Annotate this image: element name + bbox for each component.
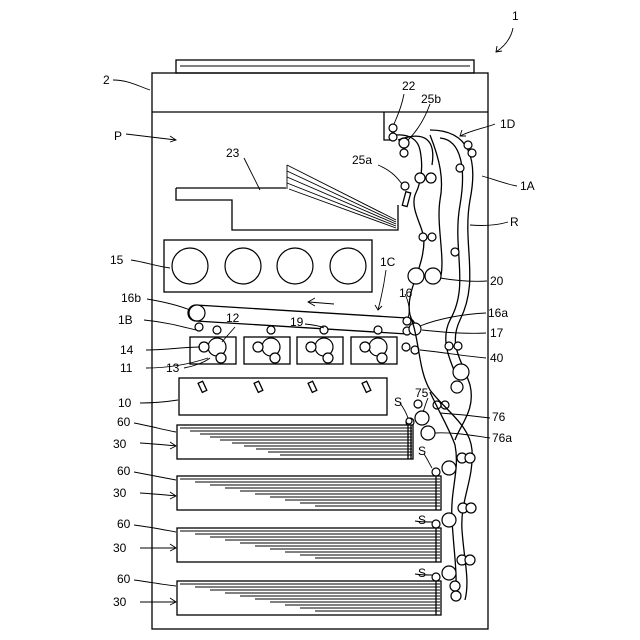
label-30b: 30 [113,486,127,500]
label-1D: 1D [500,117,516,131]
label-76: 76 [492,410,506,424]
label-75: 75 [415,386,429,400]
label-S4: S [418,566,426,580]
label-25b: 25b [421,92,441,106]
label-17: 17 [490,326,504,340]
label-16: 16 [399,286,413,300]
label-19: 19 [290,315,304,329]
label-23: 23 [226,146,240,160]
label-1B: 1B [118,313,133,327]
label-40: 40 [490,351,504,365]
label-13: 13 [166,361,180,375]
paper-cassettes [177,418,476,615]
label-P: P [114,129,122,143]
label-14: 14 [120,343,134,357]
output-tray [176,165,398,230]
label-60c: 60 [117,517,131,531]
duplex-path [430,130,476,440]
label-25a: 25a [352,153,372,167]
label-16a: 16a [488,306,508,320]
label-22: 22 [402,79,416,93]
label-12: 12 [226,311,240,325]
label-30d: 30 [113,595,127,609]
reference-labels: 1 2 P 22 25b 1D 23 25a 1A R 15 1C 20 16b… [103,9,535,609]
label-76a: 76a [492,431,512,445]
label-10: 10 [118,396,132,410]
label-60d: 60 [117,572,131,586]
label-60b: 60 [117,464,131,478]
label-2: 2 [103,73,110,87]
label-15: 15 [110,253,124,267]
label-60a: 60 [117,415,131,429]
label-1A: 1A [520,179,535,193]
label-S1: S [394,395,402,409]
label-R: R [510,215,519,229]
label-30a: 30 [113,437,127,451]
label-S2: S [418,444,426,458]
label-16b: 16b [121,291,141,305]
label-11: 11 [120,361,133,375]
exposure-unit [179,378,387,415]
fuser [408,233,441,284]
toner-cartridges [164,240,372,292]
label-S3: S [418,513,426,527]
label-20: 20 [490,274,504,288]
transfer-belt [188,298,421,335]
label-1: 1 [512,9,519,23]
image-forming-units [190,326,419,364]
label-30c: 30 [113,541,127,555]
label-1C: 1C [380,255,396,269]
